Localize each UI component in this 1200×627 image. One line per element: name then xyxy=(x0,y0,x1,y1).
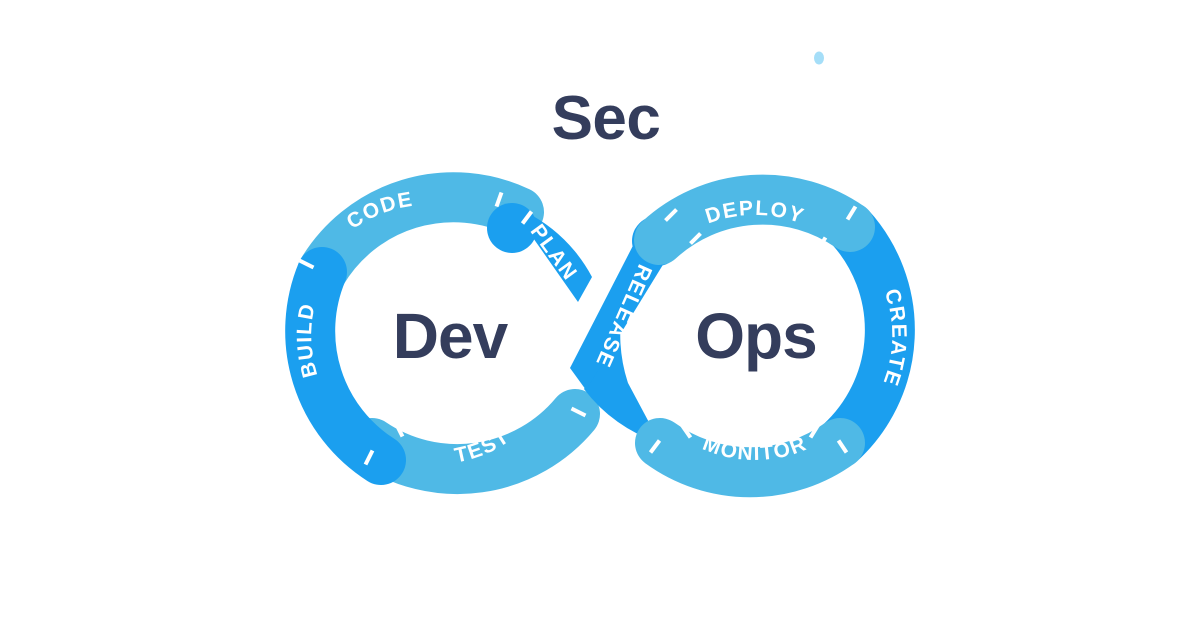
stage-segment-build[interactable] xyxy=(285,247,406,485)
stage-segment-plan[interactable] xyxy=(487,201,592,302)
segment-notches-right xyxy=(648,205,858,454)
stage-segment-code[interactable] xyxy=(297,172,544,297)
right-cycle-ring: DEPLOY CREATE MONITOR RELEASE xyxy=(570,174,915,498)
right-lobe-label: Ops xyxy=(695,300,816,372)
page-title: Sec xyxy=(552,84,661,153)
stage-segment-create[interactable] xyxy=(815,202,915,468)
left-lobe-label: Dev xyxy=(393,300,509,372)
stage-segment-deploy[interactable] xyxy=(634,174,875,265)
segment-notches-left xyxy=(298,191,587,466)
accent-dot-icon xyxy=(814,51,824,65)
stage-segment-monitor[interactable] xyxy=(635,418,865,498)
stage-label-build: BUILD xyxy=(293,301,322,380)
